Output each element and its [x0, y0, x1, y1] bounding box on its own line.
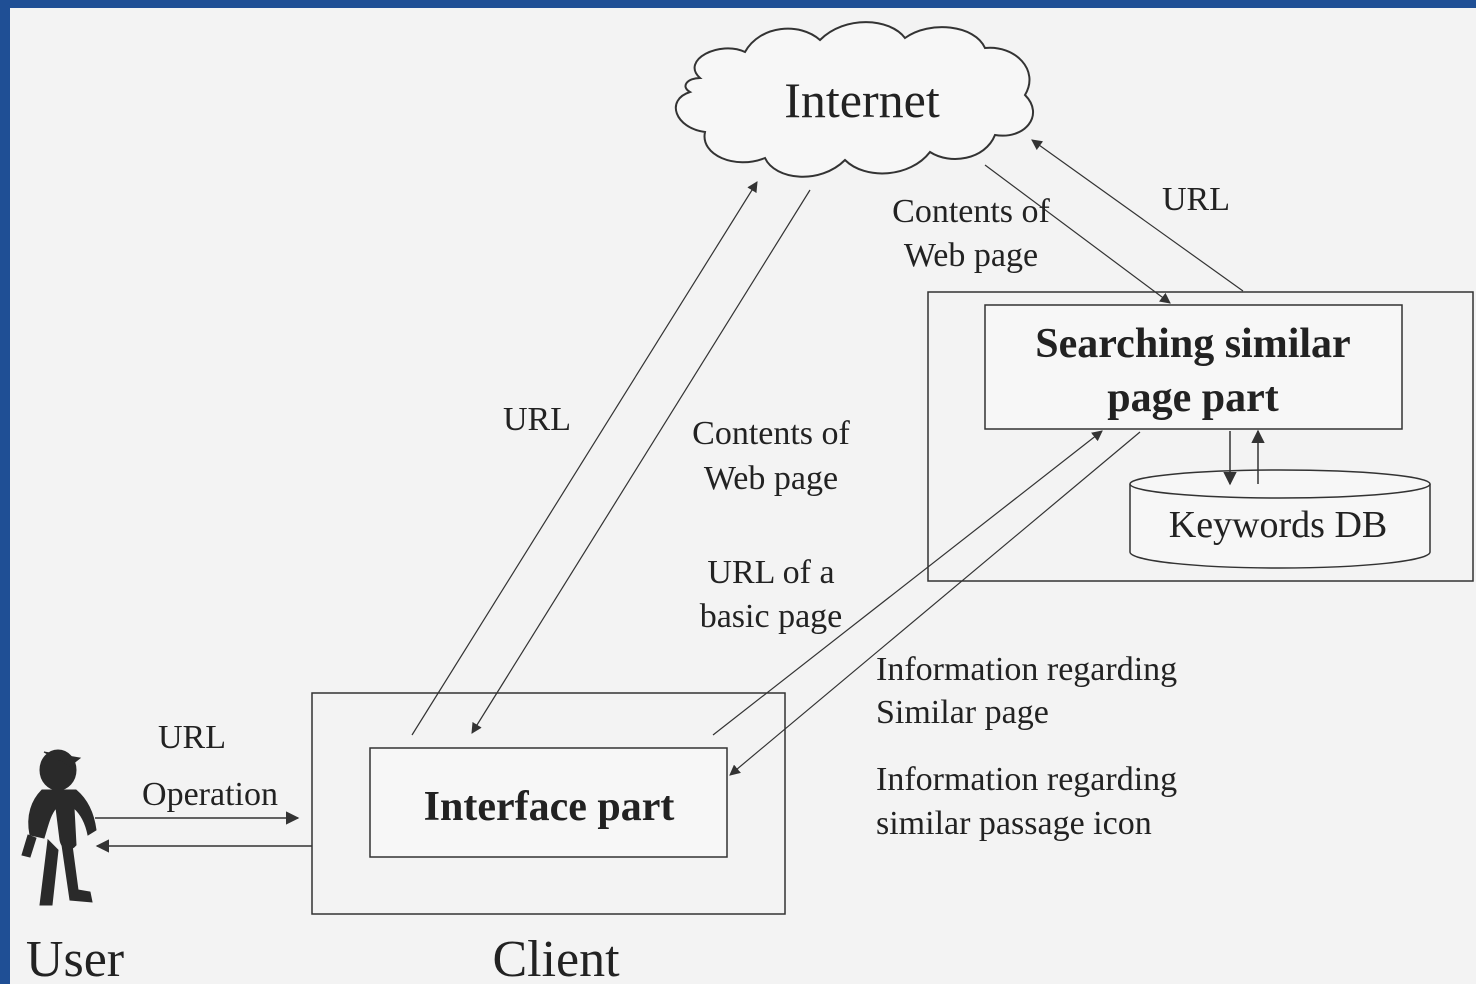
url-to-internet-label: URL	[503, 401, 571, 438]
interface-to-internet-url-arrow	[411, 181, 758, 736]
search-url-label: URL	[1162, 181, 1230, 218]
basic-page-label-line1: URL of a	[707, 554, 834, 591]
info-similar-page-label-line2: Similar page	[876, 694, 1049, 731]
user-url-label: URL	[158, 719, 226, 756]
client-box	[311, 692, 786, 915]
keywords-db-label: Keywords DB	[1169, 504, 1387, 546]
user-label: User	[26, 931, 124, 984]
search-server-box	[927, 291, 1474, 582]
search-contents-label-line1: Contents of	[892, 193, 1050, 230]
searching-similar-page-part-box	[984, 304, 1403, 430]
keywords-db-cylinder: Keywords DB	[1129, 469, 1431, 569]
info-icon-label-line2: similar passage icon	[876, 805, 1152, 842]
interface-part-label: Interface part	[424, 784, 675, 830]
user-operation-label: Operation	[142, 776, 278, 813]
basic-page-label-line2: basic page	[700, 598, 843, 635]
interface-part-box	[369, 747, 728, 858]
search-to-interface-info-arrow	[729, 431, 1141, 776]
internet-label: Internet	[784, 72, 940, 128]
info-icon-label-line1: Information regarding	[876, 761, 1177, 798]
interface-to-search-basic-page-arrow	[712, 430, 1103, 736]
user-icon	[21, 749, 97, 906]
internet-to-search-contents-arrow	[984, 164, 1171, 304]
internet-to-interface-contents-arrow	[471, 189, 811, 734]
client-label: Client	[492, 931, 620, 984]
searching-similar-label-line2: page part	[1107, 375, 1279, 421]
info-similar-page-label-line1: Information regarding	[876, 651, 1177, 688]
contents-from-internet-label-line1: Contents of	[692, 415, 850, 452]
searching-similar-label-line1: Searching similar	[1035, 321, 1350, 367]
contents-from-internet-label-line2: Web page	[704, 460, 838, 497]
internet-cloud: Internet	[674, 21, 1035, 178]
search-contents-label-line2: Web page	[904, 237, 1038, 274]
search-to-internet-url-arrow	[1031, 139, 1244, 292]
